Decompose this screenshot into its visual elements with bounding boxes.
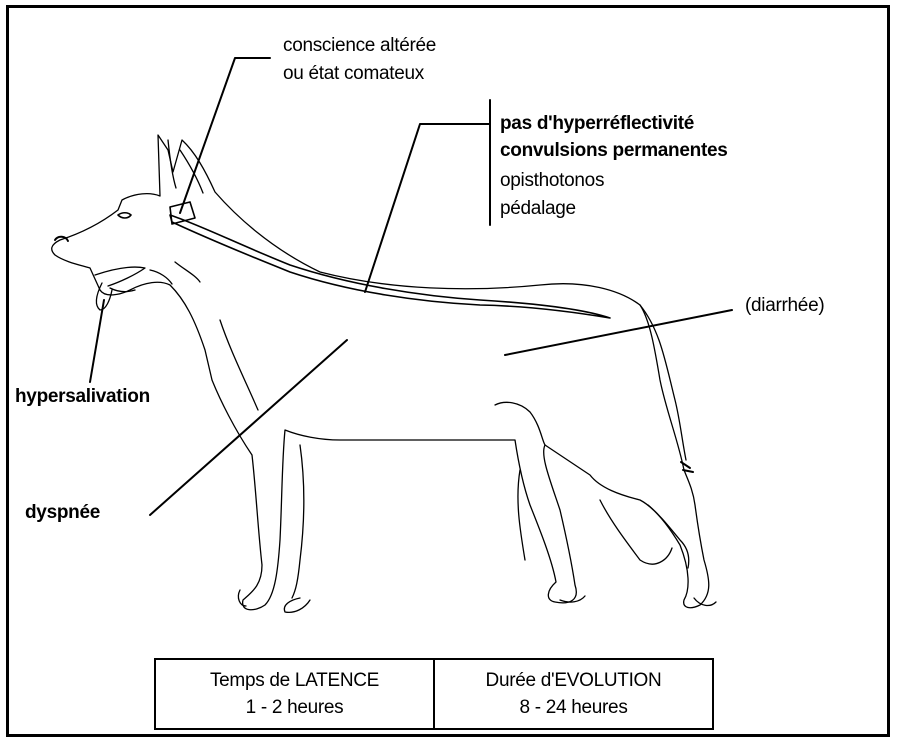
leader-conscience [180, 58, 270, 213]
label-diarrhee: (diarrhée) [745, 293, 824, 319]
leader-dyspnee [150, 340, 347, 515]
timing-table: Temps de LATENCE 1 - 2 heures Durée d'EV… [154, 658, 714, 730]
evolution-cell: Durée d'EVOLUTION 8 - 24 heures [433, 660, 712, 728]
latency-value: 1 - 2 heures [246, 694, 344, 721]
evolution-label: Durée d'EVOLUTION [486, 667, 662, 694]
spinal-cord [170, 215, 610, 318]
leader-diarrhee [505, 310, 732, 355]
label-conscience-line2: ou état comateux [283, 61, 424, 87]
label-pedalage: pédalage [500, 196, 576, 222]
latency-cell: Temps de LATENCE 1 - 2 heures [156, 660, 433, 728]
evolution-value: 8 - 24 heures [519, 694, 627, 721]
latency-label: Temps de LATENCE [210, 667, 379, 694]
label-conscience-line1: conscience altérée [283, 33, 436, 59]
label-opisthotonos: opisthotonos [500, 168, 604, 194]
label-hypersalivation: hypersalivation [15, 384, 150, 410]
dog-outline [52, 135, 709, 610]
leader-hypersalivation [90, 300, 104, 382]
label-no-hyperreflectivity: pas d'hyperréflectivité [500, 111, 694, 137]
leader-nervous [365, 124, 490, 292]
label-dyspnee: dyspnée [25, 500, 100, 526]
label-convulsions: convulsions permanentes [500, 138, 728, 164]
